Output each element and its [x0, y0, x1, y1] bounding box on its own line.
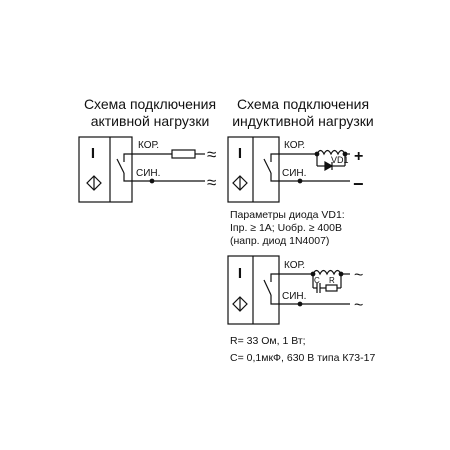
capacitor-label: C	[314, 276, 320, 285]
sensor-diamond-icon	[232, 296, 248, 312]
sensor-symbol: I	[238, 145, 242, 162]
brown-wire-label: КОР.	[284, 140, 305, 151]
blue-wire-node	[149, 178, 155, 184]
resistor-label: R	[329, 276, 335, 285]
diode-parameters-line2: Iпр. ≥ 1А; Uобр. ≥ 400В	[230, 222, 342, 234]
switch-contact	[116, 153, 132, 182]
blue-wire-label: СИН.	[282, 291, 306, 302]
rc-parameters-line1: R= 33 Ом, 1 Вт;	[230, 335, 306, 347]
blue-wire-node	[297, 178, 303, 184]
active-load-title-line1: Схема подключения	[83, 96, 217, 112]
ac-symbol-bottom: ≈	[207, 173, 216, 192]
sensor-symbol: I	[238, 265, 242, 282]
active-load-diagram: I КОР. СИН. ≈ ≈	[78, 136, 216, 203]
switch-contact	[263, 273, 279, 305]
blue-wire-label: СИН.	[282, 168, 306, 179]
load-resistor	[171, 149, 196, 159]
brown-wire-label: КОР.	[284, 260, 305, 271]
brown-wire-label: КОР.	[138, 140, 159, 151]
ac-symbol-top: ≈	[207, 145, 216, 164]
inductive-diode-diagram: I VD1 КОР. СИН. + −	[227, 136, 364, 203]
plus-symbol: +	[354, 148, 363, 165]
tilde-symbol-top: ~	[354, 267, 363, 284]
diode-label: VD1	[331, 155, 349, 165]
sensor-diamond-icon	[86, 175, 102, 191]
sensor-diamond-icon	[232, 175, 248, 191]
rc-parameters-line2: С= 0,1мкФ, 630 В типа К73-17	[230, 352, 376, 364]
active-load-title: Схема подключения активной нагрузки	[70, 96, 230, 130]
rc-parameters: R= 33 Ом, 1 Вт; С= 0,1мкФ, 630 В типа К7…	[230, 333, 375, 367]
minus-symbol: −	[353, 174, 364, 194]
active-load-title-line2: активной нагрузки	[90, 113, 210, 129]
sensor-body	[78, 136, 133, 203]
inductor-coil	[316, 149, 346, 156]
diode-parameters: Параметры диода VD1: Iпр. ≥ 1А; Uобр. ≥ …	[230, 209, 345, 248]
switch-contact	[263, 153, 279, 182]
diode-parameters-line3: (напр. диод 1N4007)	[230, 235, 330, 247]
sensor-symbol: I	[91, 145, 95, 162]
tilde-symbol-bottom: ~	[354, 297, 363, 314]
snubber-resistor	[325, 284, 338, 292]
diode-symbol	[324, 160, 334, 172]
inductive-rc-diagram: I C R КОР. СИН. ~ ~	[227, 255, 363, 325]
inductive-load-title-line2: индуктивной нагрузки	[232, 113, 374, 129]
blue-wire-node	[297, 301, 303, 307]
inductive-load-title-line1: Схема подключения	[236, 96, 370, 112]
diode-parameters-line1: Параметры диода VD1:	[230, 209, 345, 221]
inductive-load-title: Схема подключения индуктивной нагрузки	[218, 96, 388, 130]
blue-wire-label: СИН.	[136, 168, 160, 179]
inductor-coil	[312, 269, 342, 276]
